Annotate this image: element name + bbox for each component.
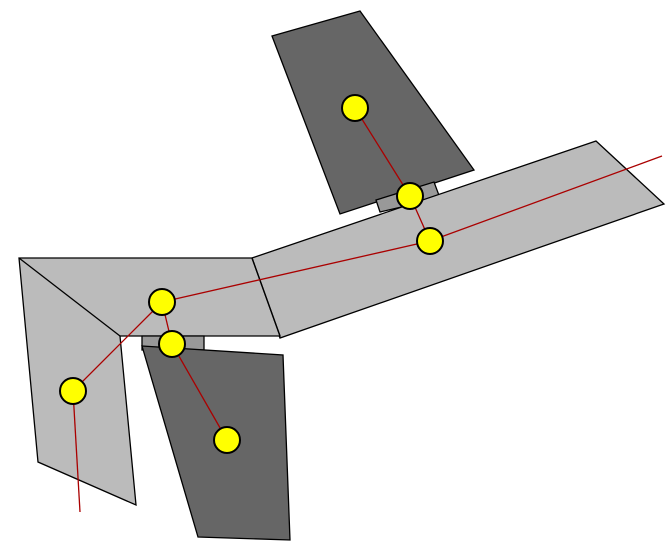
joint-corner (148, 288, 176, 316)
corner-crease-line (18, 257, 121, 337)
joint-lower-hinge (158, 330, 186, 358)
body-parts (18, 10, 666, 541)
link-lines (72, 107, 663, 513)
link-line (72, 301, 163, 392)
arm-seam-line (251, 257, 281, 337)
joint-arm (416, 227, 444, 255)
joint-upper-hinge (396, 182, 424, 210)
joints (59, 94, 444, 454)
link-line (72, 390, 81, 513)
link-line (171, 343, 228, 441)
upper-dark-panel (271, 10, 476, 215)
link-line (429, 155, 663, 242)
link-line (354, 107, 411, 197)
joint-upper-panel (341, 94, 369, 122)
link-line (161, 240, 431, 303)
joint-lower-panel (213, 426, 241, 454)
joint-left-leg (59, 377, 87, 405)
